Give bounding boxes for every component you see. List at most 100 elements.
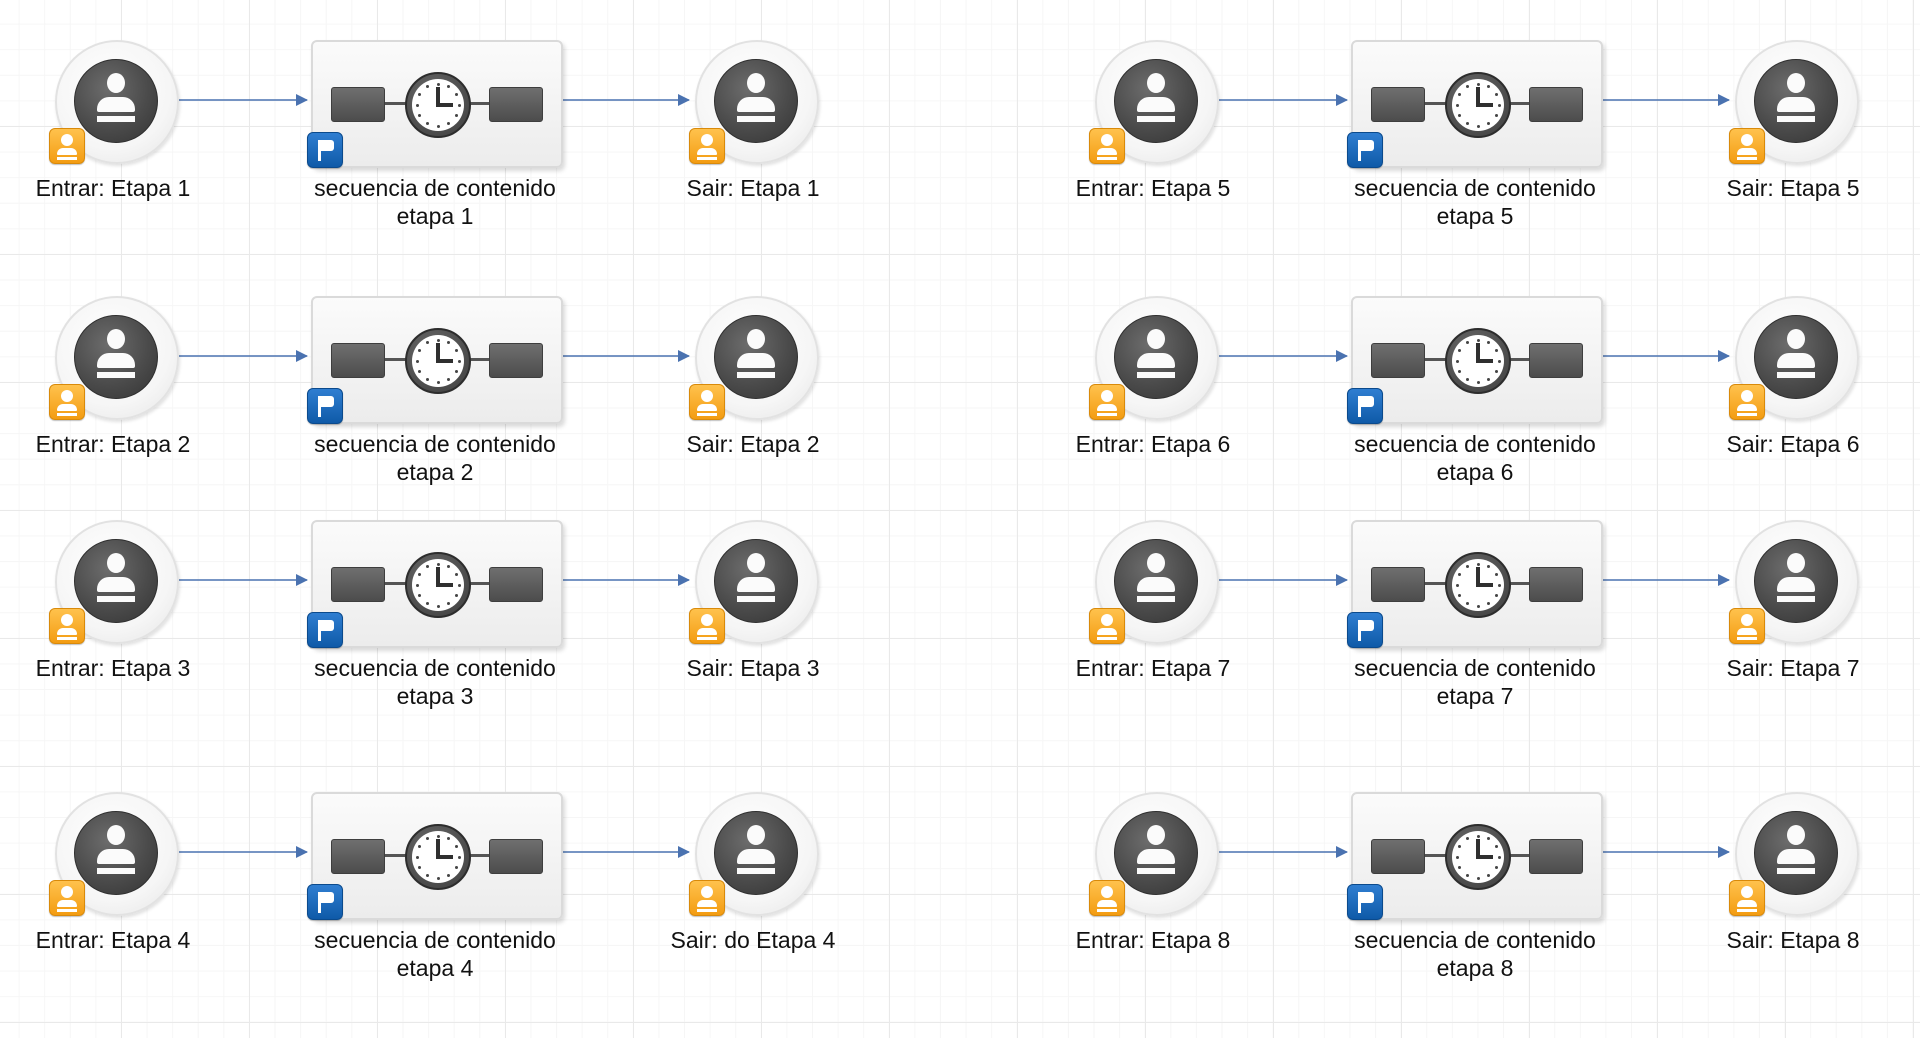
clock-tick (426, 341, 429, 345)
clock-tick (1455, 583, 1459, 587)
sequence-node[interactable] (1347, 792, 1603, 920)
badge-body (1097, 628, 1117, 635)
badge-body (1097, 404, 1117, 411)
person-head (1147, 553, 1165, 573)
sequence-label-line: secuencia de contenido (314, 175, 556, 201)
badge-base (1737, 413, 1757, 416)
clock-icon (1445, 552, 1511, 618)
clock-icon (1445, 328, 1511, 394)
flag-badge-icon (1347, 132, 1383, 168)
exit-node[interactable] (689, 520, 819, 644)
badge-body (697, 628, 717, 635)
enter-label: Entrar: Etapa 1 (0, 174, 273, 202)
badge-base (697, 157, 717, 160)
sequence-block-right (1529, 343, 1583, 378)
exit-node[interactable] (689, 296, 819, 420)
sequence-label-line: secuencia de contenido (314, 431, 556, 457)
person-head (1147, 825, 1165, 845)
sequence-block-left (1371, 87, 1425, 122)
badge-head (701, 886, 713, 898)
enter-node[interactable] (1089, 792, 1219, 916)
user-step-icon (714, 315, 798, 399)
enter-node[interactable] (49, 40, 179, 164)
clock-tick (418, 114, 422, 117)
person-head (1787, 553, 1805, 573)
badge-head (1741, 886, 1753, 898)
sequence-label-line: etapa 4 (396, 955, 474, 981)
sequence-label-line: etapa 7 (1436, 683, 1514, 709)
sequence-node[interactable] (307, 792, 563, 920)
person-body (1777, 577, 1815, 592)
clock-face (1452, 335, 1504, 387)
clock-hour-hand (436, 343, 440, 363)
exit-node[interactable] (1729, 520, 1859, 644)
exit-node[interactable] (1729, 296, 1859, 420)
clock-icon (405, 328, 471, 394)
sequence-node[interactable] (1347, 296, 1603, 424)
person-body (97, 849, 135, 864)
sequence-node[interactable] (307, 40, 563, 168)
clock-tick (418, 349, 422, 352)
clock-tick (426, 837, 429, 841)
exit-node[interactable] (1729, 792, 1859, 916)
badge-body (1737, 900, 1757, 907)
enter-node[interactable] (49, 296, 179, 420)
clock-tick (457, 855, 461, 859)
clock-tick (426, 873, 429, 877)
clock-tick (426, 121, 429, 125)
enter-node[interactable] (49, 792, 179, 916)
user-badge-icon (49, 608, 85, 644)
exit-node[interactable] (689, 792, 819, 916)
person-bar (97, 596, 135, 602)
clock-hour-hand (436, 87, 440, 107)
sequence-node[interactable] (307, 296, 563, 424)
enter-label: Entrar: Etapa 2 (0, 430, 273, 458)
person-body (737, 353, 775, 368)
person-bar (1137, 116, 1175, 122)
exit-node[interactable] (689, 40, 819, 164)
clock-tick (426, 377, 429, 381)
enter-node[interactable] (1089, 520, 1219, 644)
enter-node[interactable] (1089, 296, 1219, 420)
clock-hour-hand (1476, 343, 1480, 363)
clock-tick (1466, 565, 1469, 569)
user-step-icon (1114, 539, 1198, 623)
sequence-block-left (1371, 839, 1425, 874)
sequence-label-line: etapa 6 (1436, 459, 1514, 485)
user-step-icon (1114, 811, 1198, 895)
person-body (1137, 577, 1175, 592)
sequence-node[interactable] (1347, 520, 1603, 648)
exit-label: Sair: Etapa 5 (1633, 174, 1920, 202)
flag-cloth (321, 396, 334, 407)
badge-base (1737, 637, 1757, 640)
clock-tick (426, 85, 429, 89)
person-head (107, 553, 125, 573)
person-bar (97, 116, 135, 122)
sequence-label-line: etapa 8 (1436, 955, 1514, 981)
user-step-icon (74, 539, 158, 623)
enter-node[interactable] (1089, 40, 1219, 164)
flag-cloth (321, 140, 334, 151)
clock-tick (1487, 565, 1490, 569)
enter-node[interactable] (49, 520, 179, 644)
exit-label: Sair: Etapa 2 (593, 430, 913, 458)
clock-minute-hand (1476, 359, 1493, 363)
sequence-node[interactable] (1347, 40, 1603, 168)
badge-head (701, 134, 713, 146)
clock-tick (418, 866, 422, 869)
badge-head (61, 614, 73, 626)
exit-node[interactable] (1729, 40, 1859, 164)
person-body (97, 97, 135, 112)
clock-tick (436, 124, 440, 128)
clock-tick (454, 866, 458, 869)
person-bar (97, 372, 135, 378)
badge-head (1741, 134, 1753, 146)
clock-tick (1458, 845, 1462, 848)
clock-tick (1466, 85, 1469, 89)
badge-base (57, 413, 77, 416)
clock-tick (1494, 93, 1498, 96)
sequence-block-right (1529, 567, 1583, 602)
sequence-node[interactable] (307, 520, 563, 648)
